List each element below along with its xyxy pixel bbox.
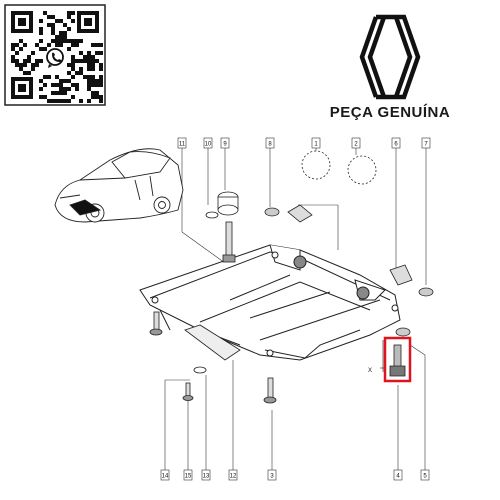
callout-number: 6 — [394, 142, 398, 148]
callout-number: 8 — [268, 142, 272, 148]
top-callout-2: 2 — [351, 137, 361, 149]
callouts-bottom: 14 15 13 12 3 4 5 — [160, 469, 430, 481]
bottom-callout-3: 3 — [267, 469, 277, 481]
callout-number: 4 — [396, 474, 400, 480]
brand-tagline: PEÇA GENUÍNA — [329, 104, 451, 121]
dimension-x: X — [368, 340, 386, 374]
bottom-callout-13: 13 — [201, 469, 211, 481]
mounting-parts — [149, 150, 434, 404]
callouts-top: 11 10 9 8 1 2 6 7 — [177, 137, 431, 149]
bottom-callout-15: 15 — [183, 469, 193, 481]
callout-number: 9 — [223, 142, 227, 148]
top-callout-7: 7 — [421, 137, 431, 149]
callout-number: 10 — [205, 142, 212, 148]
callout-number: 13 — [203, 474, 210, 480]
dimension-label: X — [368, 368, 372, 374]
callout-number: 1 — [314, 142, 318, 148]
car-illustration — [54, 148, 184, 223]
top-callout-1: 1 — [311, 137, 321, 149]
top-callout-9: 9 — [220, 137, 230, 149]
bottom-callout-4: 4 — [393, 469, 403, 481]
renault-diamond-logo — [359, 14, 421, 100]
top-callout-8: 8 — [265, 137, 275, 149]
callout-number: 5 — [423, 474, 427, 480]
bottom-callout-14: 14 — [160, 469, 170, 481]
subframe — [139, 244, 401, 361]
bottom-callout-5: 5 — [420, 469, 430, 481]
callout-number: 14 — [162, 474, 169, 480]
top-callout-11: 11 — [177, 137, 187, 149]
callout-number: 7 — [424, 142, 428, 148]
top-callout-6: 6 — [391, 137, 401, 149]
qr-code — [4, 4, 106, 106]
bottom-callout-12: 12 — [228, 469, 238, 481]
highlight-box — [383, 336, 412, 383]
callout-number: 2 — [354, 142, 358, 148]
callout-number: 11 — [179, 142, 186, 148]
top-callout-10: 10 — [203, 137, 213, 149]
callout-number: 15 — [185, 474, 192, 480]
callout-number: 12 — [230, 474, 237, 480]
whatsapp-icon — [45, 47, 65, 68]
callout-number: 3 — [270, 474, 274, 480]
